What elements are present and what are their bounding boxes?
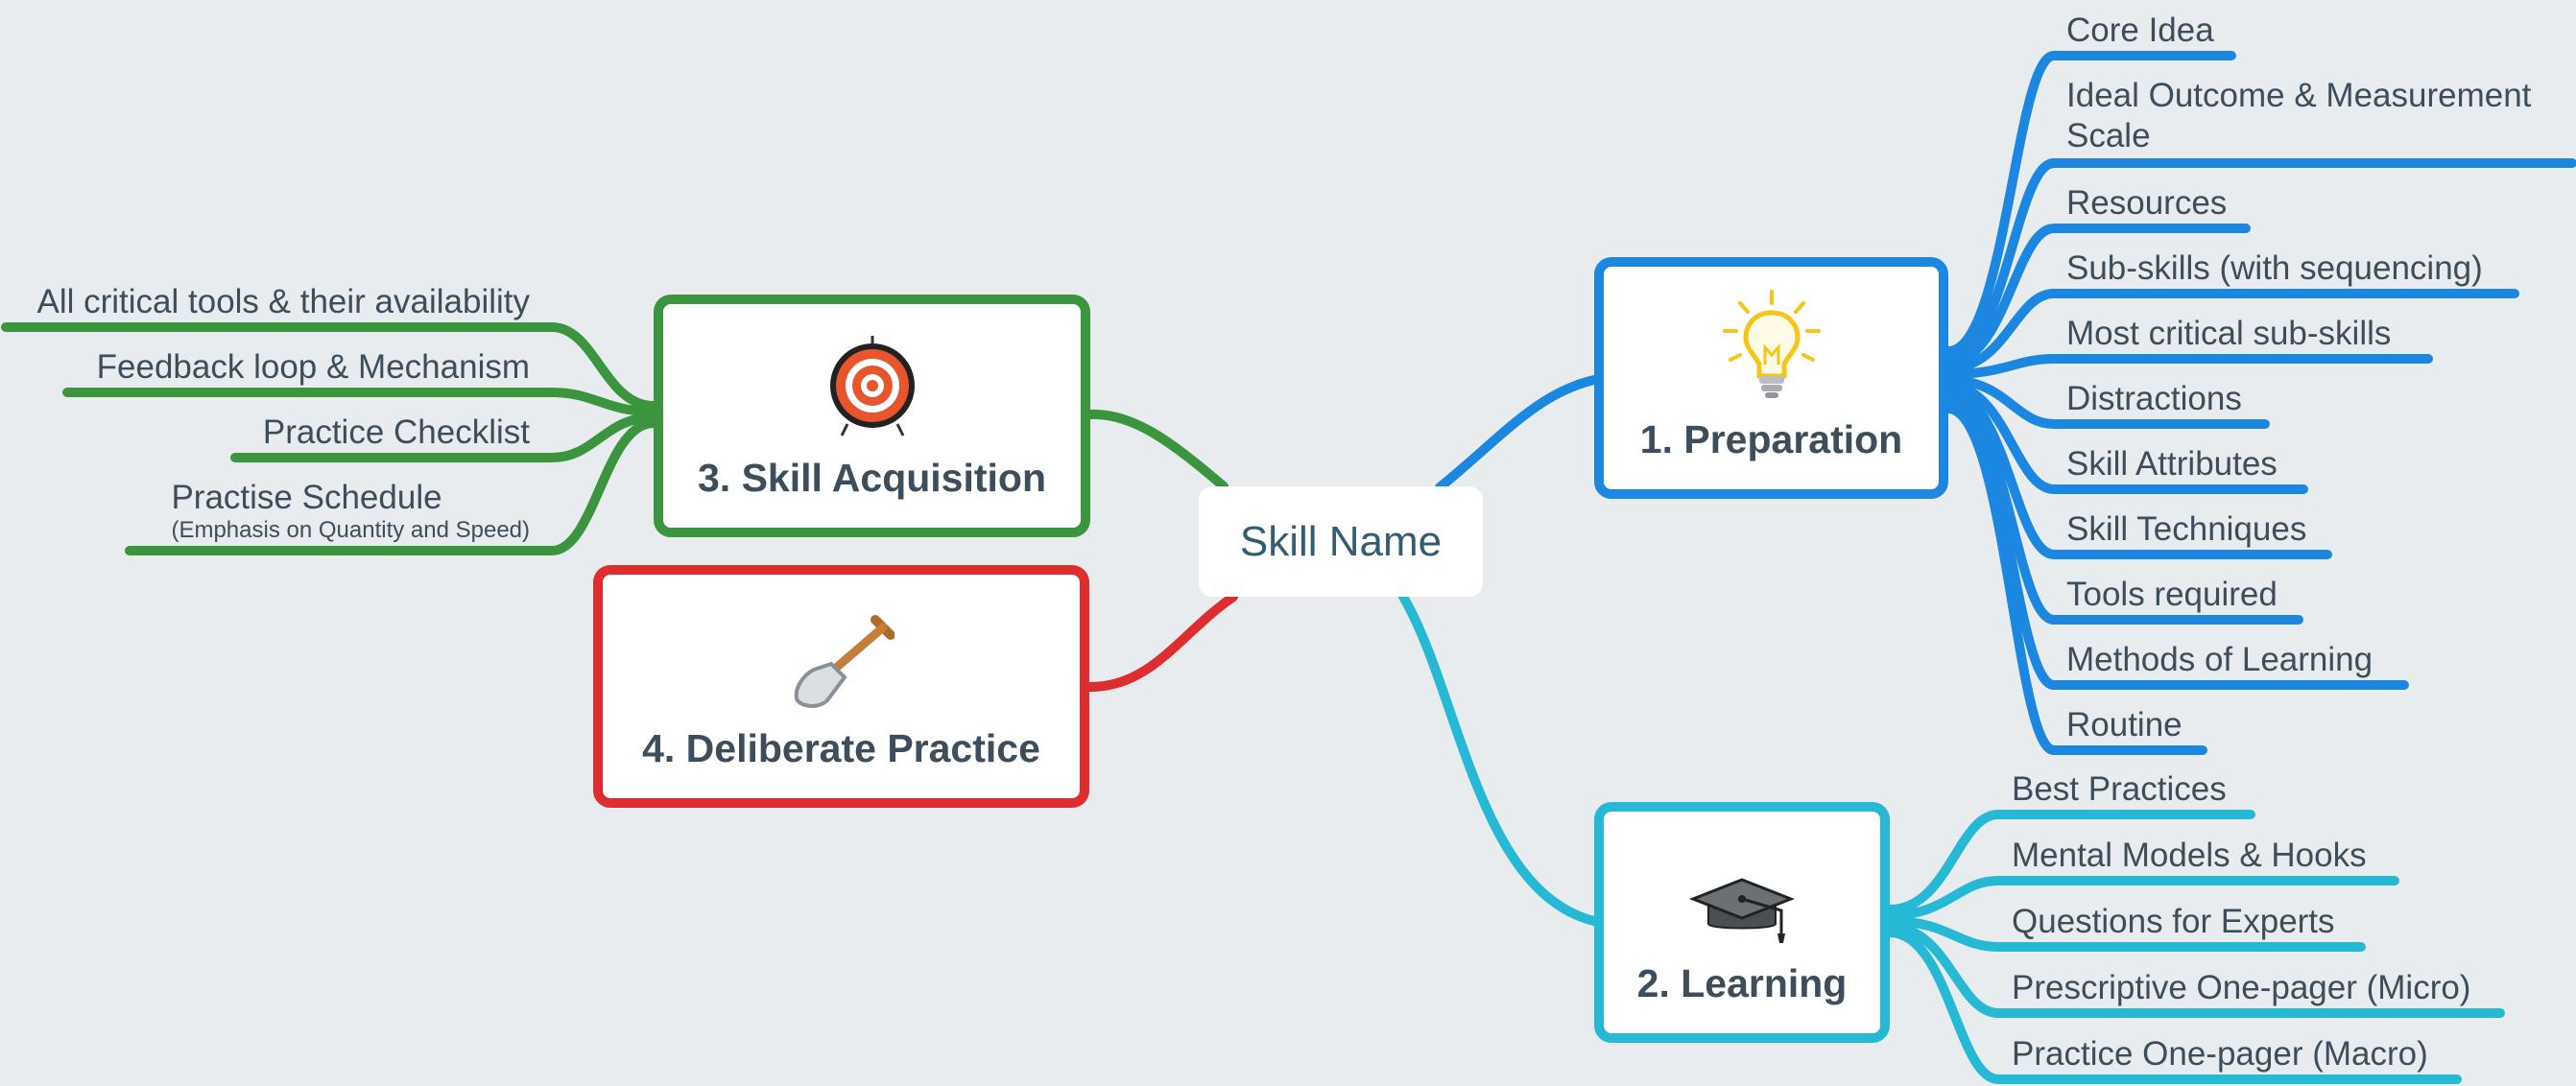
connector-preparation-leaf bbox=[1944, 392, 2303, 625]
topic-learning-title: 2. Learning bbox=[1636, 961, 1848, 1005]
connector-central-practice bbox=[1085, 592, 1238, 692]
connector-preparation-leaf bbox=[1944, 354, 2433, 379]
connector-learning-leaf bbox=[1885, 876, 2399, 920]
connector-preparation-leaf bbox=[1944, 375, 2270, 429]
subtopic-ideal-outcome-line1: Ideal Outcome & Measurement bbox=[2066, 77, 2532, 114]
subtopic-core-idea[interactable]: Core Idea bbox=[2066, 12, 2214, 49]
connector-acquisition-leaf bbox=[1, 322, 658, 411]
connector-preparation-leaf bbox=[1944, 381, 2308, 494]
subtopic-feedback-loop[interactable]: Feedback loop & Mechanism bbox=[96, 348, 530, 386]
topic-deliberate-practice[interactable]: 4. Deliberate Practice bbox=[593, 565, 1089, 808]
subtopic-prescriptive-one-pager[interactable]: Prescriptive One-pager (Micro) bbox=[2012, 969, 2471, 1006]
connector-preparation-leaf bbox=[1944, 224, 2251, 367]
subtopic-sub-skills[interactable]: Sub-skills (with sequencing) bbox=[2066, 249, 2483, 287]
connector-preparation-leaf bbox=[1944, 158, 2576, 362]
connector-preparation-leaf bbox=[1944, 387, 2332, 559]
topic-skill-acquisition-title: 3. Skill Acquisition bbox=[698, 456, 1046, 500]
subtopic-ideal-outcome[interactable]: Ideal Outcome & Measurement Scale bbox=[2066, 76, 2531, 156]
subtopic-best-practices[interactable]: Best Practices bbox=[2012, 770, 2227, 808]
subtopic-ideal-outcome-line2: Scale bbox=[2066, 117, 2151, 154]
connector-preparation-leaf bbox=[1944, 404, 2207, 755]
topic-skill-acquisition[interactable]: 3. Skill Acquisition bbox=[654, 295, 1090, 537]
connector-learning-leaf bbox=[1885, 810, 2255, 914]
subtopic-distractions[interactable]: Distractions bbox=[2066, 380, 2242, 417]
connector-acquisition-leaf bbox=[230, 413, 658, 462]
subtopic-critical-sub-skills[interactable]: Most critical sub-skills bbox=[2066, 315, 2392, 352]
graduation-cap-icon bbox=[1688, 870, 1796, 952]
connector-learning-leaf bbox=[1885, 922, 2505, 1018]
subtopic-questions-for-experts[interactable]: Questions for Experts bbox=[2012, 903, 2335, 940]
subtopic-skill-techniques[interactable]: Skill Techniques bbox=[2066, 510, 2307, 548]
lightbulb-icon bbox=[1719, 288, 1825, 408]
connector-central-preparation bbox=[1435, 375, 1599, 492]
topic-preparation[interactable]: 1. Preparation bbox=[1594, 257, 1948, 499]
connector-learning-leaf bbox=[1885, 928, 2462, 1084]
subtopic-mental-models[interactable]: Mental Models & Hooks bbox=[2012, 837, 2367, 874]
connector-learning-leaf bbox=[1885, 916, 2366, 952]
topic-deliberate-practice-title: 4. Deliberate Practice bbox=[642, 726, 1040, 770]
topic-preparation-title: 1. Preparation bbox=[1639, 417, 1903, 461]
connector-preparation-leaf bbox=[1944, 289, 2519, 373]
subtopic-practise-schedule-note: (Emphasis on Quantity and Speed) bbox=[171, 517, 530, 543]
connector-central-acquisition bbox=[1085, 409, 1228, 491]
connector-acquisition-leaf bbox=[125, 418, 658, 555]
connector-central-learning bbox=[1398, 592, 1599, 926]
connector-preparation-leaf bbox=[1944, 51, 2236, 356]
connector-acquisition-leaf bbox=[62, 388, 658, 416]
central-topic[interactable]: Skill Name bbox=[1199, 486, 1483, 597]
shovel-icon bbox=[789, 606, 895, 717]
central-topic-label: Skill Name bbox=[1239, 517, 1443, 565]
subtopic-practise-schedule-label: Practise Schedule bbox=[171, 479, 442, 516]
subtopic-critical-tools[interactable]: All critical tools & their availability bbox=[36, 283, 530, 320]
subtopic-methods-of-learning[interactable]: Methods of Learning bbox=[2066, 641, 2373, 678]
subtopic-routine[interactable]: Routine bbox=[2066, 706, 2182, 744]
subtopic-skill-attributes[interactable]: Skill Attributes bbox=[2066, 445, 2278, 483]
subtopic-practise-schedule[interactable]: Practise Schedule (Emphasis on Quantity … bbox=[171, 478, 530, 543]
target-icon bbox=[824, 336, 920, 446]
subtopic-practice-one-pager[interactable]: Practice One-pager (Macro) bbox=[2012, 1035, 2428, 1073]
subtopic-resources[interactable]: Resources bbox=[2066, 184, 2228, 222]
subtopic-practice-checklist[interactable]: Practice Checklist bbox=[262, 413, 530, 451]
subtopic-tools-required[interactable]: Tools required bbox=[2066, 576, 2278, 613]
topic-learning[interactable]: 2. Learning bbox=[1594, 802, 1890, 1043]
